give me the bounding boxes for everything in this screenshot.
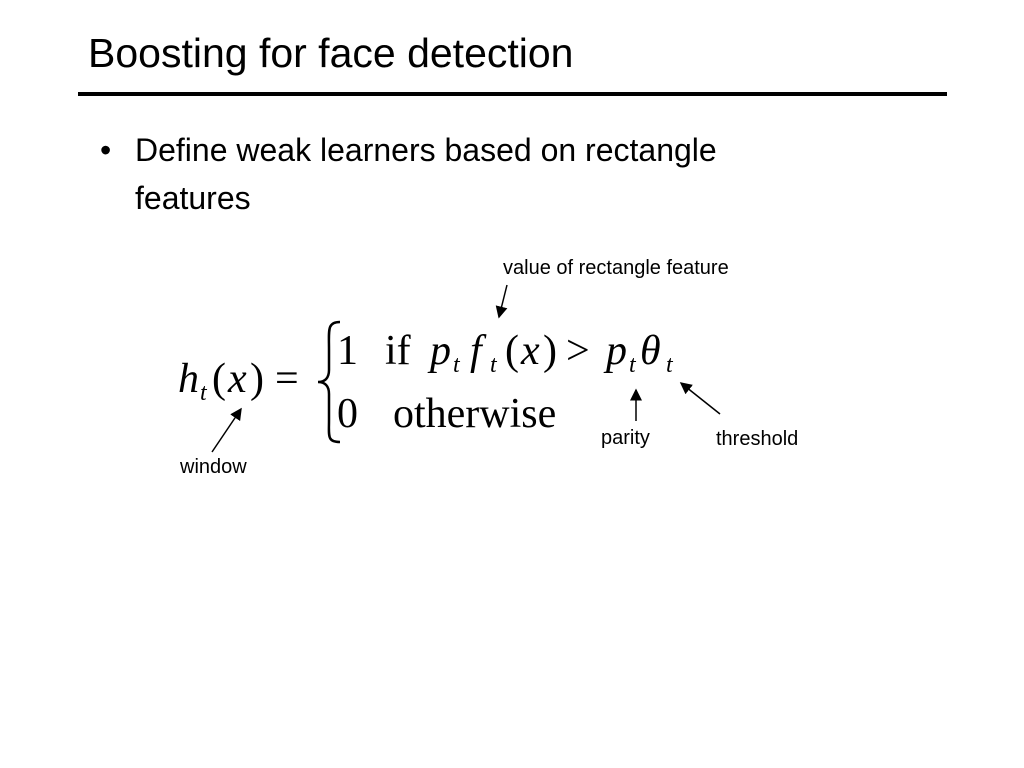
eq-h-sub: t: [200, 380, 207, 406]
eq-case1-if: if: [385, 328, 411, 374]
eq-f: f: [470, 328, 482, 374]
parity-label: parity: [601, 427, 650, 449]
eq-equals: =: [275, 356, 299, 402]
eq-lhs-open: (: [212, 356, 226, 402]
window-arrow: [211, 407, 242, 453]
feature-arrow: [495, 284, 508, 319]
eq-case2-text: otherwise: [393, 391, 557, 437]
title-divider: [78, 92, 947, 96]
eq-theta-sub: t: [666, 352, 673, 378]
bullet-marker: •: [100, 132, 112, 168]
eq-p2: p: [606, 328, 627, 374]
eq-p2-sub: t: [629, 352, 636, 378]
eq-f-sub: t: [490, 352, 497, 378]
window-label: window: [180, 456, 247, 478]
eq-lhs-x: x: [228, 356, 247, 402]
threshold-arrow: [679, 382, 721, 415]
eq-case2-value: 0: [337, 391, 358, 437]
eq-h: h: [178, 356, 199, 402]
slide-title: Boosting for face detection: [88, 30, 574, 76]
eq-gt: >: [566, 328, 590, 374]
eq-close: ): [543, 328, 557, 374]
feature-label: value of rectangle feature: [503, 257, 729, 279]
eq-x: x: [521, 328, 540, 374]
eq-p1-sub: t: [453, 352, 460, 378]
bullet-text-line1: Define weak learners based on rectangle: [135, 132, 717, 168]
eq-case1-value: 1: [337, 328, 358, 374]
threshold-label: threshold: [716, 428, 799, 450]
eq-lhs-close: ): [250, 356, 264, 402]
bullet-text-line2: features: [135, 180, 251, 216]
eq-open: (: [505, 328, 519, 374]
eq-theta: θ: [640, 328, 661, 374]
eq-p1: p: [430, 328, 451, 374]
cases-brace: [317, 320, 341, 444]
